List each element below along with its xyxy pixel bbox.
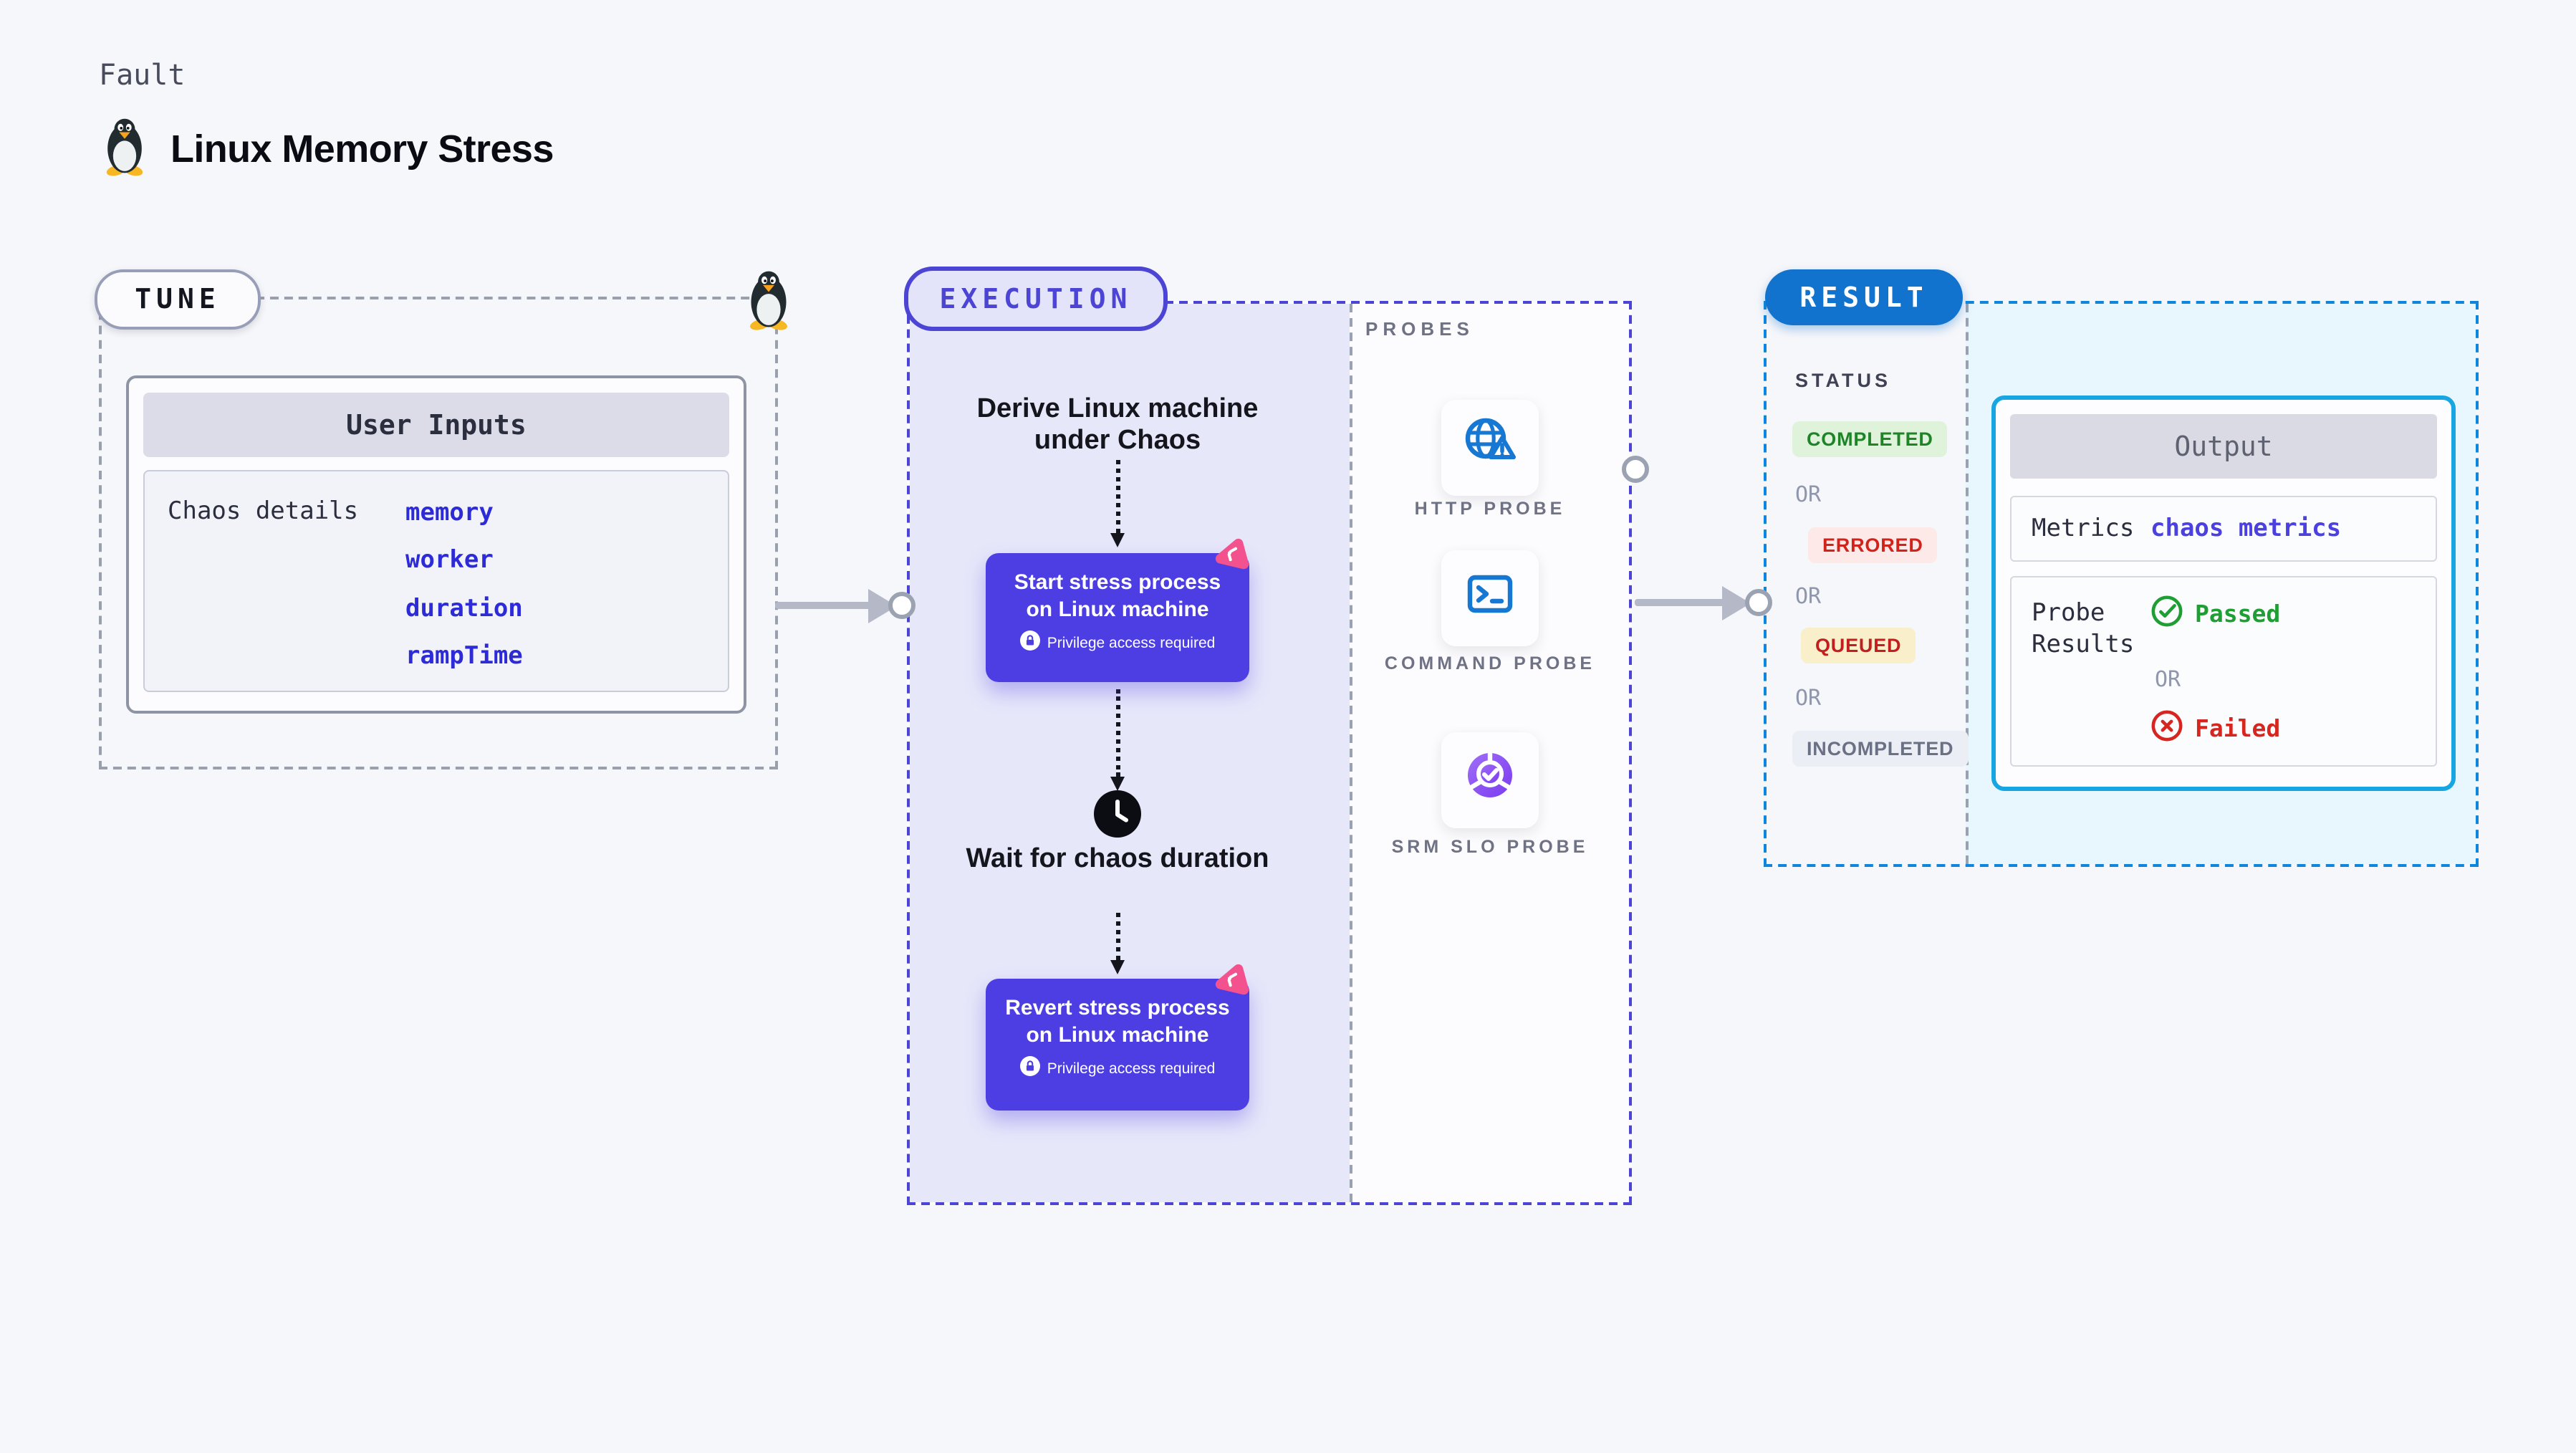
or-separator: OR [1795, 685, 1822, 711]
status-badge-errored: ERRORED [1808, 527, 1938, 563]
input-ramptime[interactable]: rampTime [405, 642, 523, 671]
chaos-details-label: Chaos details [168, 497, 359, 526]
flow-arrowhead [1110, 533, 1124, 547]
flow-arrowhead [1110, 960, 1124, 974]
probe-results-row: Probe Results Passed OR F [2010, 576, 2437, 767]
globe-alert-icon [1457, 411, 1523, 484]
flow-arrow [1115, 913, 1120, 960]
status-heading: STATUS [1795, 370, 1891, 391]
result-input-connector [1745, 589, 1772, 616]
status-badge-queued: QUEUED [1801, 628, 1916, 663]
flow-arrow [1115, 460, 1120, 533]
probe-result-failed: Failed [2150, 709, 2280, 748]
chaos-pinwheel-icon [1212, 962, 1251, 1007]
passed-text: Passed [2195, 600, 2281, 628]
status-badge-completed: COMPLETED [1792, 421, 1948, 457]
x-circle-icon [2150, 709, 2183, 748]
check-circle-icon [2150, 595, 2183, 633]
metrics-label: Metrics [2032, 514, 2135, 543]
revert-stress-node[interactable]: Revert stress process on Linux machine P… [986, 979, 1249, 1111]
title-row: Linux Memory Stress [100, 115, 554, 185]
failed-text: Failed [2195, 715, 2281, 742]
probe-results-label: Probe Results [2032, 599, 2135, 659]
output-card: Output Metrics chaos metrics Probe Resul… [1991, 395, 2456, 791]
fault-kind-label: Fault [99, 57, 186, 92]
probes-heading: PROBES [1365, 318, 1474, 340]
step-derive-label: Derive Linux machine under Chaos [976, 394, 1259, 456]
result-badge: RESULT [1765, 269, 1963, 325]
user-inputs-header: User Inputs [143, 393, 729, 457]
status-badge-incompleted: INCOMPLETED [1792, 731, 1969, 767]
command-probe-card [1441, 550, 1539, 646]
or-separator: OR [2155, 666, 2181, 692]
start-stress-node[interactable]: Start stress process on Linux machine Pr… [986, 553, 1249, 682]
terminal-icon [1457, 562, 1523, 635]
chaos-pinwheel-icon [1212, 536, 1251, 582]
probe-result-passed: Passed [2150, 595, 2280, 633]
execution-badge: EXECUTION [904, 267, 1168, 331]
step-wait-label: Wait for chaos duration [966, 844, 1269, 874]
privilege-note-text: Privilege access required [1047, 1060, 1216, 1077]
probes-pane [1350, 304, 1629, 1202]
revert-stress-label: Revert stress process on Linux machine [1005, 996, 1230, 1047]
lock-icon [1019, 1056, 1040, 1080]
command-probe-label: COMMAND PROBE [1384, 653, 1596, 673]
revert-stress-note: Privilege access required [986, 1056, 1249, 1080]
metrics-value-link[interactable]: chaos metrics [2150, 514, 2342, 543]
tune-to-execution-arrow [775, 602, 873, 609]
chaos-input-list: memory worker duration rampTime [405, 489, 523, 681]
execution-output-connector [1622, 456, 1649, 483]
slo-pie-check-icon [1457, 744, 1523, 817]
start-stress-note: Privilege access required [986, 630, 1249, 655]
user-inputs-card: User Inputs Chaos details memory worker … [126, 375, 746, 714]
start-stress-label: Start stress process on Linux machine [1014, 570, 1221, 622]
srm-slo-probe-card [1441, 732, 1539, 828]
http-probe-label: HTTP PROBE [1414, 499, 1566, 519]
clock-icon [1093, 790, 1142, 845]
tune-section-box [99, 297, 778, 769]
flow-arrowhead [1110, 777, 1124, 791]
output-header: Output [2010, 414, 2437, 479]
tune-badge: TUNE [95, 269, 261, 330]
privilege-note-text: Privilege access required [1047, 634, 1216, 651]
or-separator: OR [1795, 583, 1822, 609]
tux-penguin-icon [744, 268, 794, 338]
execution-to-result-arrow [1635, 599, 1726, 606]
page-title: Linux Memory Stress [170, 128, 554, 171]
metrics-row: Metrics chaos metrics [2010, 496, 2437, 562]
http-probe-card [1441, 400, 1539, 496]
lock-icon [1019, 630, 1040, 655]
flow-arrow [1115, 689, 1120, 777]
user-inputs-content: Chaos details memory worker duration ram… [143, 470, 729, 692]
tux-penguin-icon [100, 115, 149, 185]
srm-slo-probe-label: SRM SLO PROBE [1391, 837, 1589, 857]
input-memory[interactable]: memory [405, 498, 494, 527]
input-duration[interactable]: duration [405, 594, 523, 623]
input-worker[interactable]: worker [405, 546, 494, 575]
execution-input-connector [888, 592, 915, 619]
or-separator: OR [1795, 481, 1822, 507]
